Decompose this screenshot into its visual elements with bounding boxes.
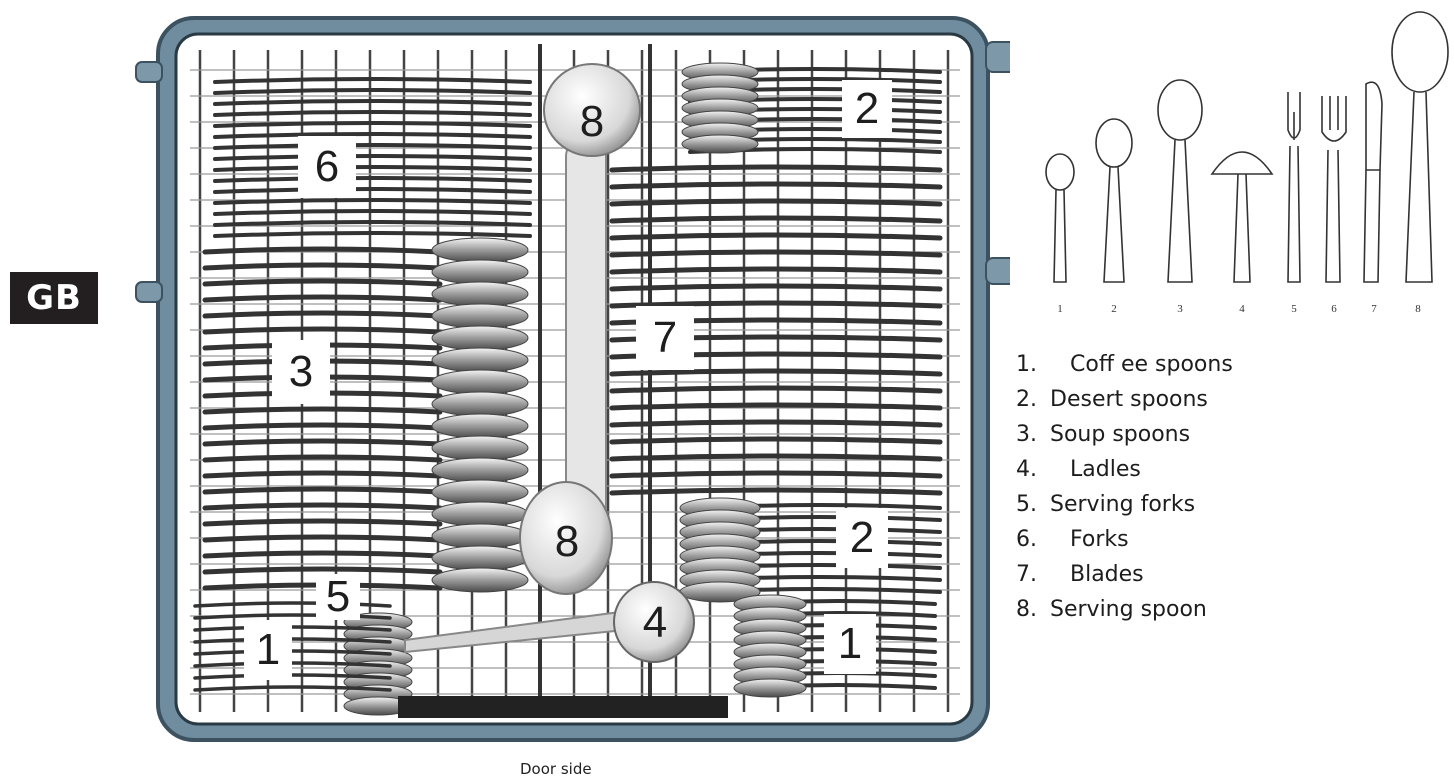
- rack-number: 1: [824, 614, 876, 674]
- rack-number: 2: [836, 508, 888, 568]
- serving-fork-icon: [1288, 92, 1300, 282]
- rack-number: 6: [298, 136, 356, 198]
- legend-item: 4.Ladles: [1016, 452, 1233, 487]
- legend-item: 2.Desert spoons: [1016, 382, 1233, 417]
- legend-number: 7.: [1016, 557, 1070, 592]
- legend-item: 7.Blades: [1016, 557, 1233, 592]
- legend-number: 6.: [1016, 522, 1070, 557]
- rack-number: 5: [316, 574, 360, 620]
- rack-number: 8: [568, 94, 616, 150]
- utensil-number: 7: [1371, 303, 1377, 315]
- legend-number: 5.: [1016, 487, 1050, 522]
- utensil-number: 5: [1291, 303, 1297, 315]
- utensil-number: 2: [1111, 303, 1117, 315]
- legend-item: 5.Serving forks: [1016, 487, 1233, 522]
- door-side-bar: [398, 696, 728, 718]
- utensil-number: 4: [1239, 303, 1245, 315]
- utensil-legend: 1.Coff ee spoons 2.Desert spoons 3.Soup …: [1016, 347, 1233, 627]
- soup-spoon-icon: [1158, 80, 1202, 282]
- legend-label: Soup spoons: [1050, 422, 1190, 447]
- legend-label: Coff ee spoons: [1070, 352, 1233, 377]
- rack-number: 1: [244, 620, 292, 680]
- legend-number: 3.: [1016, 417, 1050, 452]
- coffee-spoon-icon: [1046, 154, 1074, 282]
- legend-item: 6.Forks: [1016, 522, 1233, 557]
- legend-item: 1.Coff ee spoons: [1016, 347, 1233, 382]
- rack-number: 4: [632, 596, 678, 650]
- utensil-number: 8: [1415, 303, 1421, 315]
- door-side-label: Door side: [520, 760, 592, 778]
- knife-icon: [1364, 82, 1382, 282]
- legend-label: Ladles: [1070, 457, 1141, 482]
- rack-number: 7: [636, 306, 694, 370]
- utensil-number: 6: [1331, 303, 1337, 315]
- utensil-number: 3: [1177, 303, 1183, 315]
- utensil-illustrations: 1 2 3 4 5 6 7 8: [1030, 0, 1450, 330]
- utensil-number: 1: [1057, 303, 1063, 315]
- legend-number: 1.: [1016, 347, 1070, 382]
- legend-item: 8.Serving spoon: [1016, 592, 1233, 627]
- legend-item: 3.Soup spoons: [1016, 417, 1233, 452]
- desert-spoon-icon: [1096, 119, 1132, 282]
- legend-label: Serving forks: [1050, 492, 1195, 517]
- legend-number: 8.: [1016, 592, 1050, 627]
- rack-number: 3: [272, 340, 330, 404]
- utensil-number-labels: 1 2 3 4 5 6 7 8: [1057, 303, 1421, 315]
- legend-label: Desert spoons: [1050, 387, 1208, 412]
- rack-number: 2: [842, 80, 892, 138]
- fork-icon: [1322, 96, 1346, 282]
- ladle-icon: [1212, 152, 1272, 282]
- rack-number: 8: [544, 514, 590, 570]
- legend-label: Serving spoon: [1050, 597, 1207, 622]
- legend-number: 2.: [1016, 382, 1050, 417]
- legend-number: 4.: [1016, 452, 1070, 487]
- serving-spoon-icon: [1392, 12, 1448, 282]
- legend-label: Forks: [1070, 527, 1129, 552]
- legend-label: Blades: [1070, 562, 1144, 587]
